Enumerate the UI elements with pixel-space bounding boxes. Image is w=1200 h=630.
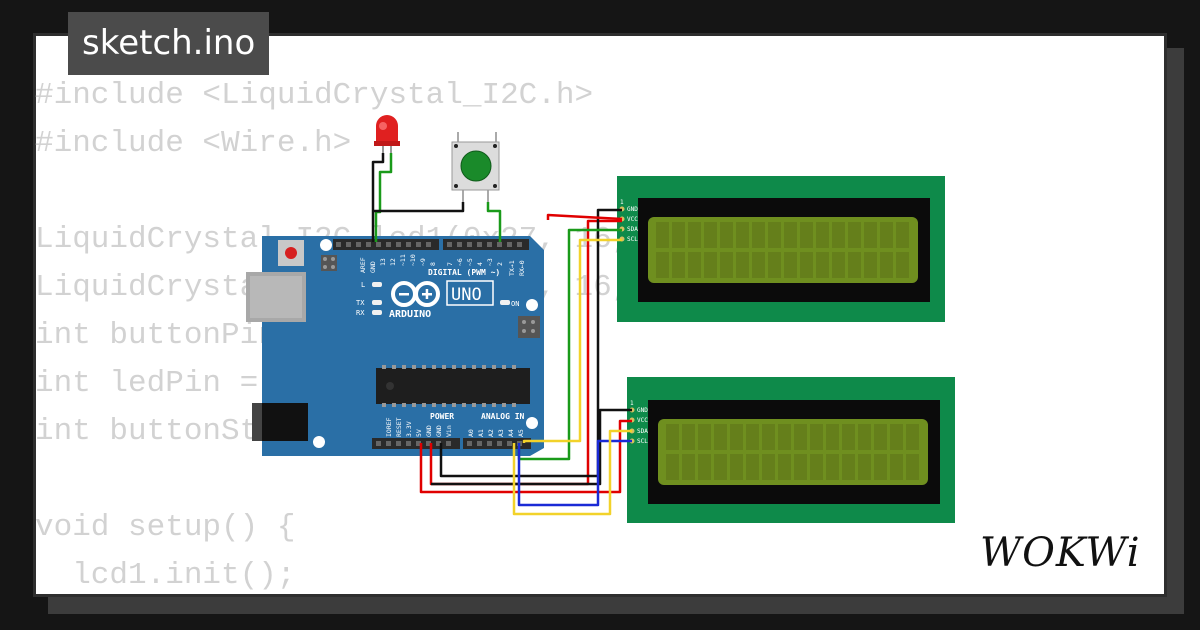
- svg-text:VCC: VCC: [637, 417, 648, 424]
- wire-button-2: [486, 202, 502, 242]
- svg-text:Vin: Vin: [445, 425, 453, 437]
- wire-lcd2-vcc: [419, 419, 632, 494]
- arduino-logo: [391, 281, 440, 307]
- chip-notch: [386, 382, 394, 390]
- svg-text:IOREF: IOREF: [385, 417, 393, 437]
- wire-lcd2-sda: [512, 429, 632, 516]
- mount-hole: [320, 239, 332, 251]
- svg-text:GND: GND: [425, 425, 433, 437]
- wires: [371, 153, 632, 516]
- svg-text:GND: GND: [435, 425, 443, 437]
- svg-text:3.3V: 3.3V: [405, 421, 413, 437]
- svg-text:SCL: SCL: [637, 438, 648, 445]
- model-label: UNO: [451, 285, 482, 305]
- wire-button-gnd: [373, 202, 465, 213]
- led-l: [372, 282, 382, 287]
- brand-label: ARDUINO: [389, 309, 431, 320]
- code-line: lcd1.init();: [35, 558, 296, 593]
- svg-text:8: 8: [429, 262, 437, 266]
- svg-text:~5: ~5: [466, 258, 474, 266]
- led-on-label: ON: [511, 300, 519, 308]
- svg-text:2: 2: [496, 262, 504, 266]
- usb-connector-inner: [250, 276, 302, 318]
- code-line: #include <Wire.h>: [35, 126, 352, 161]
- lcd-pin-marker: 1: [630, 400, 634, 407]
- reset-button-cap: [285, 247, 297, 259]
- svg-text:~10: ~10: [409, 254, 417, 266]
- svg-text:GND: GND: [369, 261, 377, 273]
- svg-text:A1: A1: [477, 429, 485, 437]
- digital-header-right: [443, 239, 529, 250]
- red-led[interactable]: [374, 115, 400, 153]
- lcd-char-cells: [666, 424, 919, 480]
- pushbutton[interactable]: [451, 132, 500, 202]
- atmega-chip: [376, 368, 530, 404]
- svg-text:RX←0: RX←0: [518, 260, 526, 276]
- lcd-1[interactable]: 1 GND VCC SDA SCL: [617, 176, 945, 322]
- arduino-uno-board[interactable]: AREF GND 13 12 ~11 ~10 ~9 8 7 ~6 ~5 4 ~3…: [246, 236, 544, 456]
- lcd-pin-marker: 1: [620, 199, 624, 206]
- digital-header-pins: [336, 242, 522, 247]
- svg-text:4: 4: [476, 262, 484, 266]
- chip-pins: [382, 365, 516, 407]
- power-jack-rim: [252, 403, 262, 441]
- preview-card: [33, 33, 1167, 597]
- led-on: [500, 300, 510, 305]
- wire-lcd2-gnd: [431, 408, 632, 486]
- led-rx: [372, 310, 382, 315]
- code-line: #include <LiquidCrystal_I2C.h>: [35, 78, 594, 113]
- svg-text:SDA: SDA: [637, 428, 648, 435]
- mount-hole: [313, 436, 325, 448]
- svg-text:A3: A3: [497, 429, 505, 437]
- svg-text:~3: ~3: [486, 258, 494, 266]
- power-label: POWER: [430, 412, 454, 421]
- svg-text:~11: ~11: [399, 254, 407, 266]
- svg-text:A4: A4: [507, 429, 515, 437]
- led-rx-label: RX: [356, 309, 365, 317]
- svg-text:A0: A0: [467, 429, 475, 437]
- svg-text:5V: 5V: [415, 429, 423, 437]
- power-pin-labels: IOREF RESET 3.3V 5V GND GND Vin: [385, 417, 453, 437]
- wire-led-gnd: [371, 153, 385, 242]
- digital-pin-labels: AREF GND 13 12 ~11 ~10 ~9 8 7 ~6 ~5 4 ~3…: [359, 254, 526, 276]
- digital-label: DIGITAL (PWM ~): [428, 268, 500, 277]
- code-line: void setup() {: [35, 510, 296, 545]
- svg-text:12: 12: [389, 258, 397, 266]
- icsp-header-right: [518, 316, 540, 338]
- svg-text:A2: A2: [487, 429, 495, 437]
- svg-text:SCL: SCL: [627, 236, 638, 243]
- svg-text:GND: GND: [637, 407, 648, 414]
- svg-text:RESET: RESET: [395, 417, 403, 437]
- analog-pin-labels: A0 A1 A2 A3 A4 A5: [467, 429, 525, 437]
- svg-text:13: 13: [379, 258, 387, 266]
- icsp-header: [321, 255, 337, 271]
- svg-text:SDA: SDA: [627, 226, 638, 233]
- wokwi-logo-text: WOKWi: [980, 530, 1141, 576]
- svg-text:~9: ~9: [419, 258, 427, 266]
- svg-text:AREF: AREF: [359, 257, 367, 273]
- mount-hole: [526, 417, 538, 429]
- wire-lcd1-scl: [522, 238, 622, 443]
- lcd-char-cells: [656, 222, 909, 278]
- svg-text:TX→1: TX→1: [508, 260, 516, 276]
- svg-text:~6: ~6: [456, 258, 464, 266]
- wire-lcd1-vcc-tap: [546, 213, 623, 221]
- svg-text:GND: GND: [627, 206, 638, 213]
- lcd-2[interactable]: 1 GND VCC SDA SCL: [627, 377, 955, 523]
- svg-text:A5: A5: [517, 429, 525, 437]
- analog-label: ANALOG IN: [481, 412, 525, 421]
- file-tab[interactable]: sketch.ino: [68, 12, 270, 75]
- led-l-label: L: [361, 281, 365, 289]
- wire-led-13: [374, 153, 393, 242]
- svg-text:7: 7: [446, 262, 454, 266]
- wokwi-logo: WOKWi: [980, 530, 1141, 576]
- mount-hole: [526, 299, 538, 311]
- uno-badge: [446, 280, 494, 306]
- bottom-header-pins: [376, 441, 522, 446]
- led-tx: [372, 300, 382, 305]
- led-tx-label: TX: [356, 299, 365, 307]
- svg-text:VCC: VCC: [627, 216, 638, 223]
